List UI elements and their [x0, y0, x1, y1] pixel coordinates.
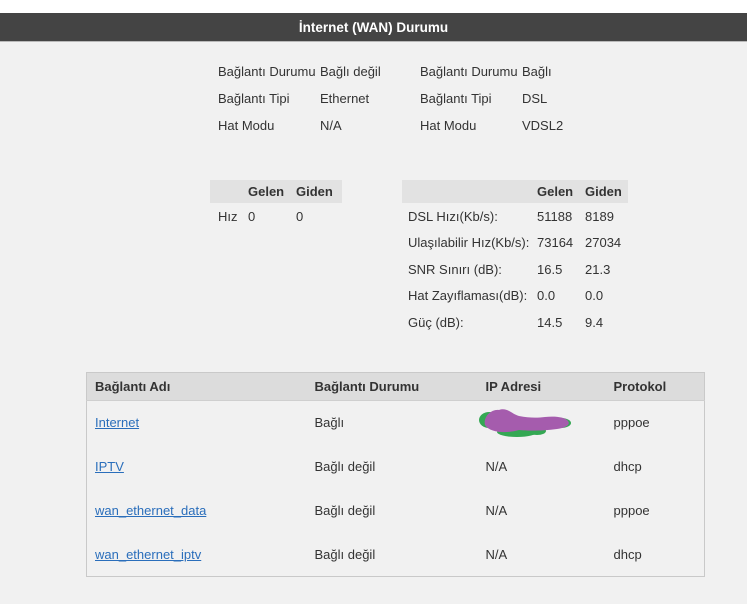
dsl-stats-row: Ulaşılabilir Hız(Kb/s): 73164 27034: [402, 230, 628, 257]
connection-link-wan-ethernet-iptv[interactable]: wan_ethernet_iptv: [95, 546, 202, 562]
dsl-stats-table: Gelen Giden DSL Hızı(Kb/s): 51188 8189 U…: [402, 180, 628, 336]
status-label: Bağlantı Tipi: [420, 91, 492, 106]
dsl-stat-giden: 8189: [585, 208, 614, 224]
rate-header-empty: [210, 180, 248, 203]
status-value: Bağlı değil: [320, 64, 381, 79]
status-label: Bağlantı Durumu: [218, 64, 316, 79]
dsl-stat-gelen: 73164: [537, 235, 574, 251]
dsl-stats-row: DSL Hızı(Kb/s): 51188 8189: [402, 203, 628, 230]
dsl-stat-gelen: 51188: [537, 208, 573, 224]
connection-link-iptv[interactable]: IPTV: [95, 459, 124, 474]
dsl-stats-row: SNR Sınırı (dB): 16.5 21.3: [402, 256, 628, 283]
status-row: Hat Modu VDSL2: [420, 112, 563, 139]
ip-redaction-scribble: [478, 409, 571, 438]
dsl-stat-gelen: 16.5: [537, 261, 563, 277]
rate-table-row: Hız 0 0: [210, 203, 342, 230]
top-strip: [0, 0, 747, 13]
page-title: İnternet (WAN) Durumu: [298, 19, 449, 35]
table-row: IPTV Bağlı değil N/A dhcp: [87, 445, 705, 489]
connection-status: Bağlı değil: [314, 546, 376, 562]
status-row: Bağlantı Durumu Bağlı değil: [218, 58, 381, 85]
dsl-stat-giden: 9.4: [585, 314, 604, 330]
connection-ip: N/A: [485, 459, 508, 474]
conn-header-ip: IP Adresi: [477, 372, 606, 401]
dsl-stat-gelen: 14.5: [537, 314, 563, 330]
rate-table-header-row: Gelen Giden: [210, 180, 342, 203]
connection-protocol: dhcp: [613, 459, 642, 474]
conn-header-status: Bağlantı Durumu: [306, 372, 478, 401]
dsl-header-giden: Giden: [585, 180, 628, 203]
status-label: Bağlantı Tipi: [218, 91, 290, 106]
ethernet-status-block: Bağlantı Durumu Bağlı değil Bağlantı Tip…: [218, 58, 381, 139]
dsl-stat-giden: 27034: [585, 235, 622, 251]
connection-protocol: pppoe: [613, 415, 650, 431]
status-row: Bağlantı Durumu Bağlı: [420, 58, 563, 85]
connection-protocol: dhcp: [613, 546, 642, 562]
dsl-stat-label: Güç (dB):: [408, 314, 464, 330]
connection-ip: N/A: [485, 503, 508, 518]
connection-ip: N/A: [485, 546, 508, 562]
dsl-table-header-row: Gelen Giden: [402, 180, 628, 203]
dsl-stats-row: Hat Zayıflaması(dB): 0.0 0.0: [402, 283, 628, 310]
dsl-stat-label: DSL Hızı(Kb/s):: [408, 208, 498, 224]
status-label: Hat Modu: [218, 118, 275, 133]
table-row: Internet Bağlı pppoe: [87, 401, 705, 445]
rate-header-gelen: Gelen: [248, 180, 296, 203]
dsl-stat-giden: 21.3: [585, 261, 611, 277]
dsl-stat-giden: 0.0: [585, 288, 604, 304]
status-value: N/A: [320, 118, 342, 133]
dsl-stat-label: Hat Zayıflaması(dB):: [408, 288, 528, 304]
status-label: Hat Modu: [420, 118, 477, 133]
wan-status-content: Bağlantı Durumu Bağlı değil Bağlantı Tip…: [0, 42, 747, 603]
connections-table: Bağlantı Adı Bağlantı Durumu IP Adresi P…: [86, 372, 705, 577]
dsl-stats-row: Güç (dB): 14.5 9.4: [402, 309, 628, 336]
connection-status: Bağlı değil: [314, 503, 376, 518]
ethernet-rate-table: Gelen Giden Hız 0 0: [210, 180, 342, 230]
table-row: wan_ethernet_data Bağlı değil N/A pppoe: [87, 489, 705, 533]
dsl-header-gelen: Gelen: [537, 180, 585, 203]
dsl-status-block: Bağlantı Durumu Bağlı Bağlantı Tipi DSL …: [420, 58, 563, 139]
conn-header-protocol: Protokol: [605, 372, 705, 401]
status-row: Bağlantı Tipi DSL: [420, 85, 563, 112]
rate-row-gelen: 0: [248, 209, 256, 224]
rate-header-giden: Giden: [296, 180, 342, 203]
connection-status: Bağlı: [314, 415, 345, 431]
connection-link-internet[interactable]: Internet: [95, 415, 140, 431]
connection-status: Bağlı değil: [314, 459, 376, 474]
status-row: Hat Modu N/A: [218, 112, 381, 139]
status-value: DSL: [522, 91, 548, 106]
dsl-stat-gelen: 0.0: [537, 288, 556, 304]
dsl-stat-label: Ulaşılabilir Hız(Kb/s):: [408, 235, 530, 251]
table-row: wan_ethernet_iptv Bağlı değil N/A dhcp: [87, 533, 705, 577]
rate-row-giden: 0: [296, 209, 304, 224]
page-title-bar: İnternet (WAN) Durumu: [0, 13, 747, 42]
status-label: Bağlantı Durumu: [420, 64, 518, 79]
status-value: VDSL2: [522, 118, 564, 133]
dsl-stat-label: SNR Sınırı (dB):: [408, 261, 502, 277]
status-value: Bağlı: [522, 64, 552, 79]
conn-header-name: Bağlantı Adı: [86, 372, 307, 401]
status-row: Bağlantı Tipi Ethernet: [218, 85, 381, 112]
connections-header-row: Bağlantı Adı Bağlantı Durumu IP Adresi P…: [86, 372, 705, 401]
dsl-header-empty: [402, 180, 537, 203]
status-value: Ethernet: [320, 91, 370, 106]
rate-row-label: Hız: [218, 209, 238, 224]
connection-protocol: pppoe: [613, 503, 650, 518]
connection-link-wan-ethernet-data[interactable]: wan_ethernet_data: [95, 503, 207, 518]
